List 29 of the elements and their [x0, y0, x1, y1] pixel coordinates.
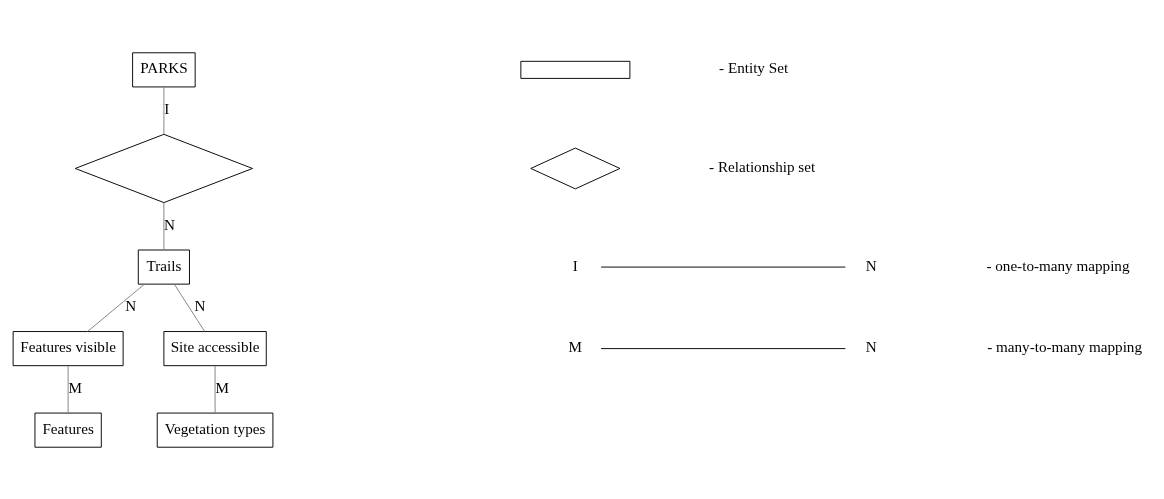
edge-label: I: [164, 99, 170, 117]
edge-label: N: [194, 296, 206, 314]
label: M: [568, 337, 583, 355]
legend-label: - Relationship set: [709, 157, 816, 175]
node-box: Features visible: [12, 330, 124, 366]
connector: [174, 283, 206, 332]
edge-label: N: [125, 296, 137, 314]
label: I: [572, 256, 578, 274]
legend-label: - Entity Set: [719, 58, 789, 76]
node-box: Features: [34, 412, 102, 448]
label: N: [865, 256, 877, 274]
connector: [163, 86, 165, 135]
connector: [87, 283, 145, 332]
node-box: Trails: [137, 249, 190, 285]
edge-label: M: [68, 378, 82, 396]
edge-label: N: [164, 215, 176, 233]
node-box: PARKS: [132, 51, 196, 87]
connector: [67, 365, 69, 413]
node-diamond: [74, 133, 253, 203]
node-box: [520, 60, 631, 79]
legend-label: - many-to-many mapping: [987, 337, 1143, 355]
edge-label: M: [215, 378, 229, 396]
node-box: Vegetation types: [156, 412, 274, 448]
legend-label: - one-to-many mapping: [986, 256, 1130, 274]
connector: [163, 201, 165, 250]
label: N: [865, 337, 877, 355]
node-box: Site accessible: [163, 330, 267, 366]
node-diamond: [530, 147, 621, 189]
connector: [214, 365, 216, 413]
